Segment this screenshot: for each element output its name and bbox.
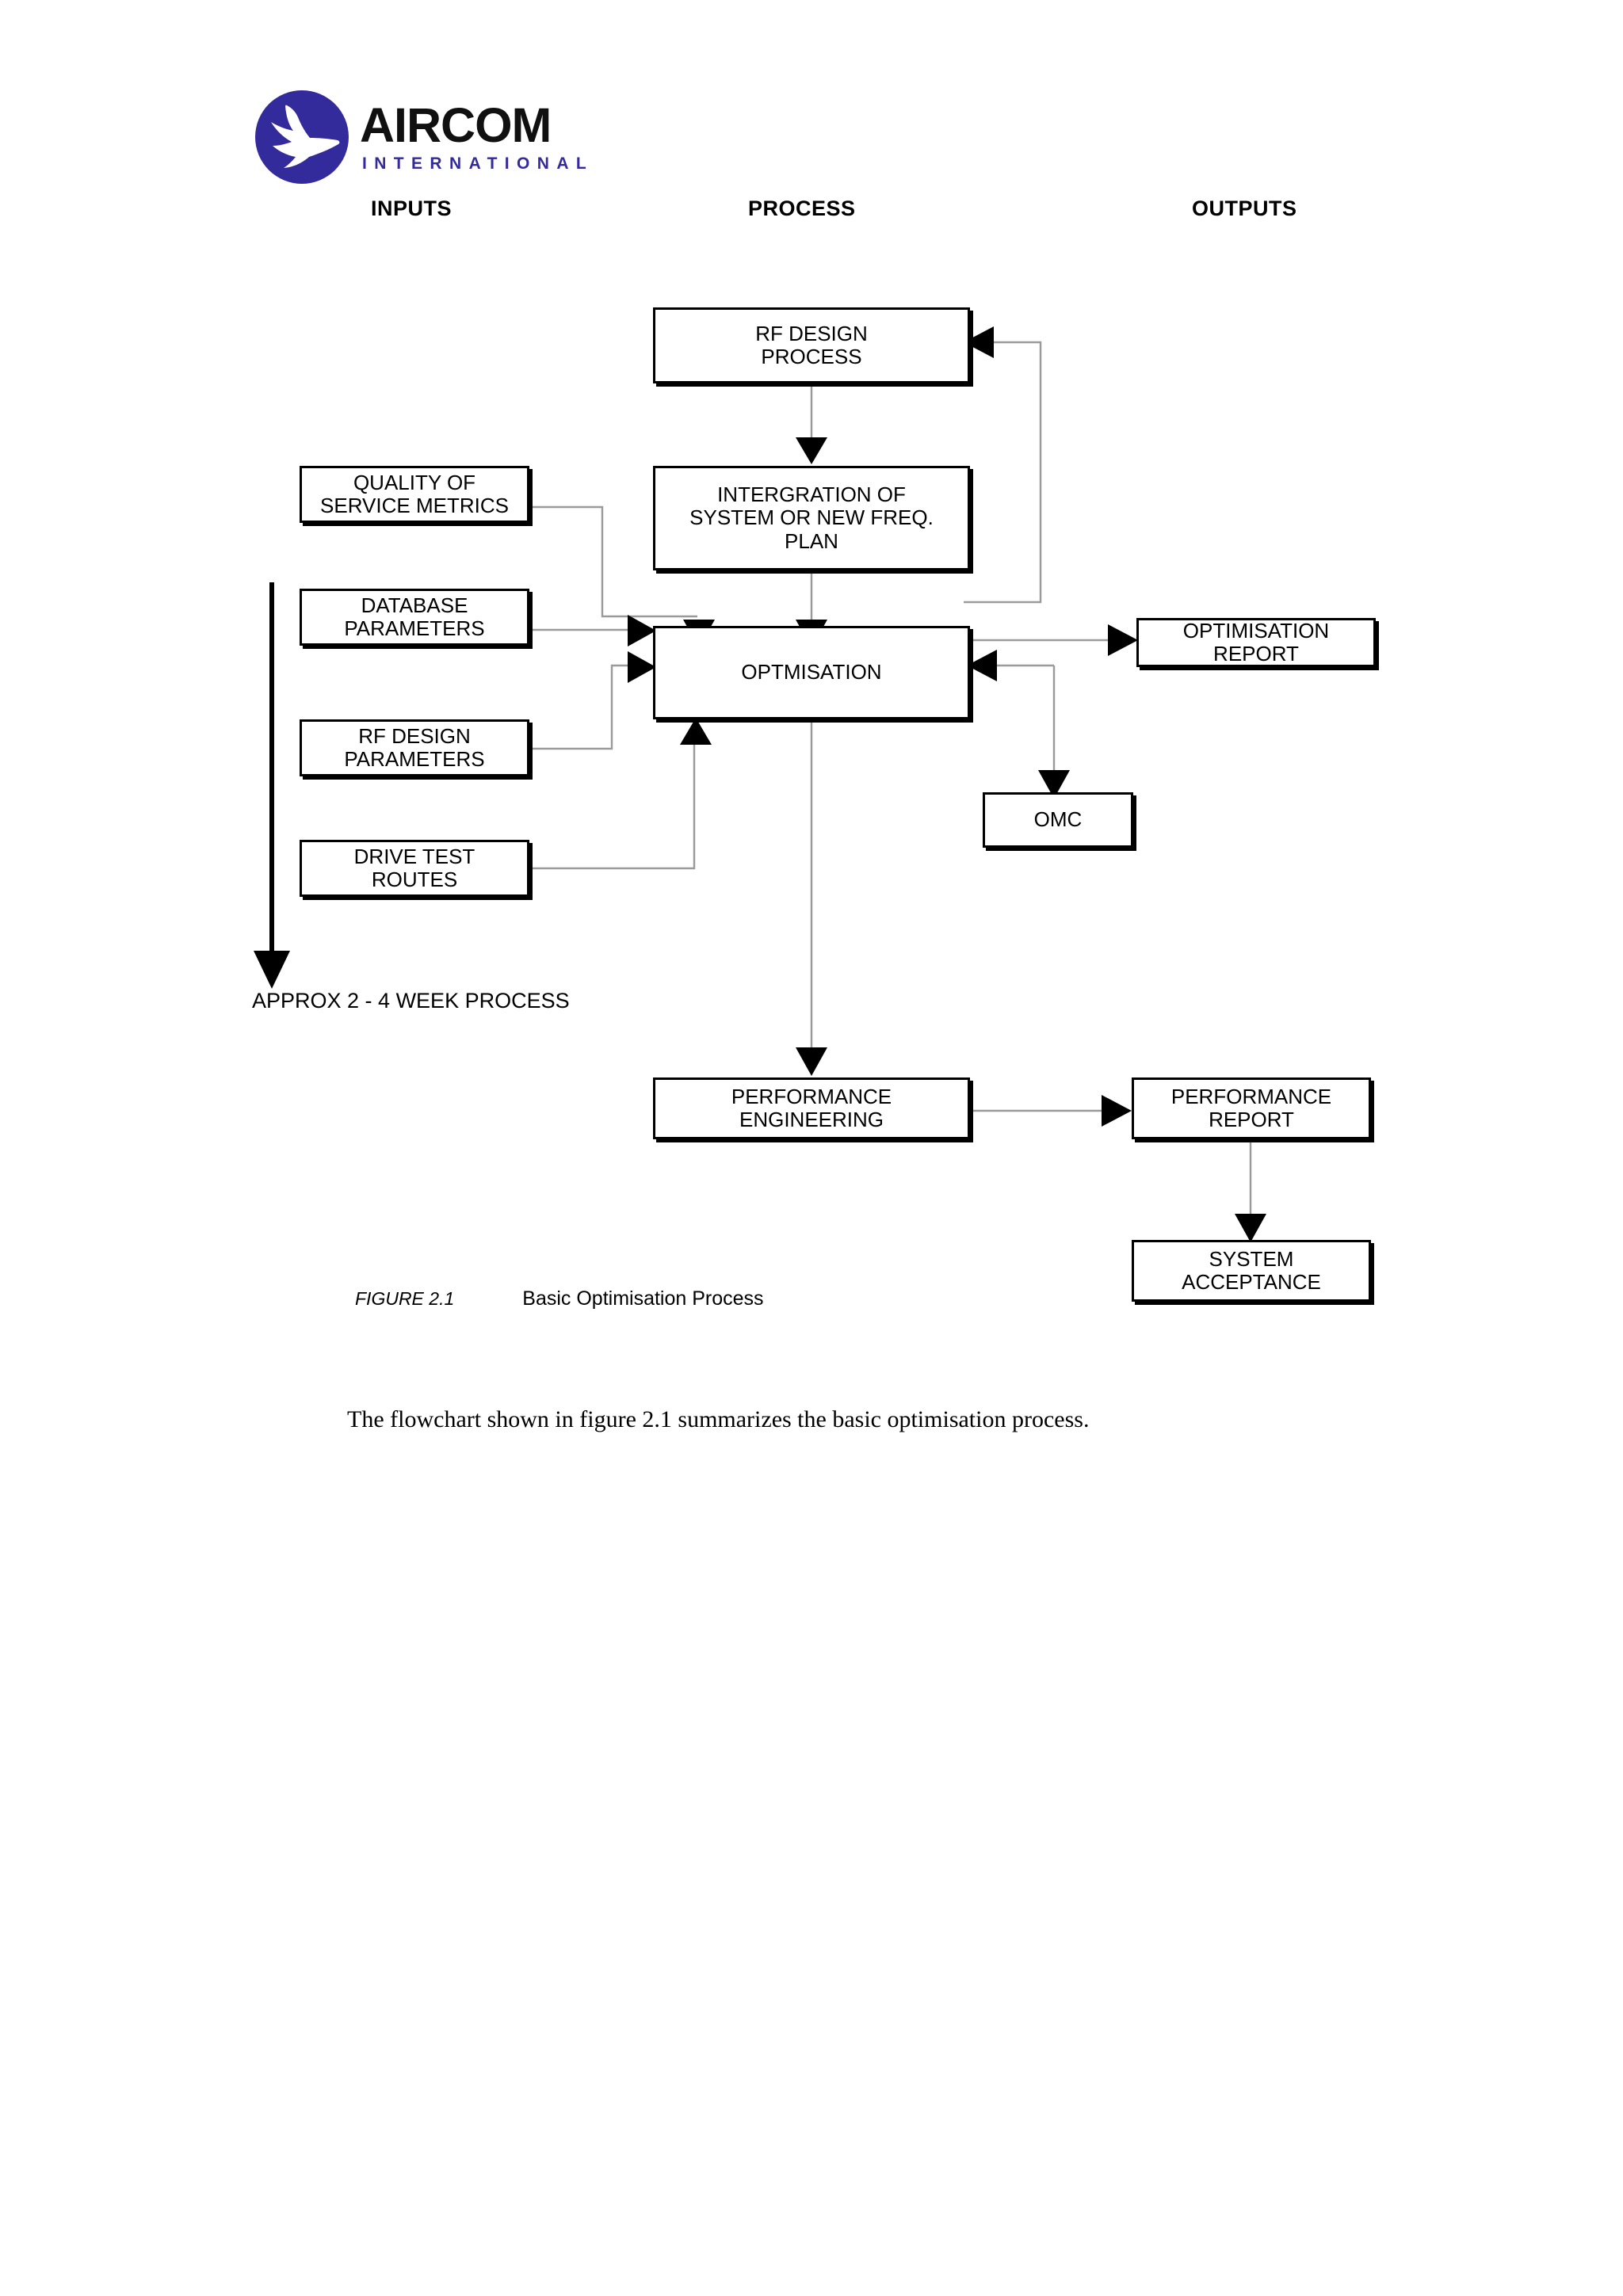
figure-number: FIGURE 2.1 [355, 1288, 455, 1309]
node-label-line1: INTERGRATION OF [717, 482, 906, 506]
node-label-line2: PROCESS [761, 345, 862, 368]
bird-icon [271, 105, 340, 168]
node-system-acceptance[interactable]: SYSTEM ACCEPTANCE [1132, 1240, 1371, 1302]
node-intergration-of-system[interactable]: INTERGRATION OF SYSTEM OR NEW FREQ. PLAN [653, 466, 970, 570]
node-label-line1: PERFORMANCE [731, 1084, 892, 1108]
node-performance-engineering[interactable]: PERFORMANCE ENGINEERING [653, 1077, 970, 1139]
column-header-inputs: INPUTS [371, 196, 453, 220]
timeline-arrow [254, 582, 290, 989]
node-label-line1: PERFORMANCE [1170, 1084, 1332, 1108]
node-quality-of-service-metrics[interactable]: QUALITY OF SERVICE METRICS [300, 466, 529, 523]
node-label-line1: OPTIMISATION [1182, 618, 1330, 643]
node-label-line2: PARAMETERS [344, 747, 485, 771]
node-omc[interactable]: OMC [983, 792, 1133, 848]
node-label-line2: ENGINEERING [739, 1108, 884, 1131]
node-rf-design-process[interactable]: RF DESIGN PROCESS [653, 307, 970, 383]
node-label-line2: PARAMETERS [344, 616, 485, 640]
node-optmisation[interactable]: OPTMISATION [653, 626, 970, 719]
node-drive-test-routes[interactable]: DRIVE TEST ROUTES [300, 840, 529, 897]
aircom-logo: AIRCOM INTERNATIONAL [255, 89, 586, 184]
node-label-line2: REPORT [1209, 1108, 1294, 1131]
node-label-line1: RF DESIGN [755, 321, 868, 345]
node-label-line3: PLAN [785, 528, 838, 553]
node-label-line2: REPORT [1213, 642, 1299, 666]
node-label-line1: OPTMISATION [741, 660, 882, 685]
node-optimisation-report[interactable]: OPTIMISATION REPORT [1136, 618, 1376, 667]
node-label-line1: RF DESIGN [358, 723, 471, 748]
figure-title: Basic Optimisation Process [522, 1287, 764, 1310]
node-rf-design-parameters[interactable]: RF DESIGN PARAMETERS [300, 719, 529, 776]
node-label-line1: DATABASE [361, 593, 468, 617]
node-label-line2: SERVICE METRICS [320, 494, 509, 517]
body-paragraph: The flowchart shown in figure 2.1 summar… [347, 1406, 1090, 1432]
column-header-process: PROCESS [748, 196, 856, 220]
column-header-outputs: OUTPUTS [1192, 196, 1297, 220]
node-database-parameters[interactable]: DATABASE PARAMETERS [300, 589, 529, 646]
node-label-line1: DRIVE TEST [353, 844, 475, 868]
node-label-line2: ACCEPTANCE [1182, 1270, 1321, 1294]
node-label-line2: ROUTES [371, 868, 458, 891]
node-label-line1: OMC [1033, 807, 1083, 832]
logo-wordmark: AIRCOM [360, 98, 552, 152]
node-performance-report[interactable]: PERFORMANCE REPORT [1132, 1077, 1371, 1139]
node-label-line1: QUALITY OF [353, 470, 476, 494]
logo-tagline: INTERNATIONAL [362, 154, 594, 173]
node-label-line2: SYSTEM OR NEW FREQ. [689, 505, 934, 530]
node-label-line1: SYSTEM [1209, 1246, 1294, 1271]
figure-caption: FIGURE 2.1 Basic Optimisation Process [355, 1287, 764, 1310]
timeline-label: APPROX 2 - 4 WEEK PROCESS [252, 989, 570, 1013]
